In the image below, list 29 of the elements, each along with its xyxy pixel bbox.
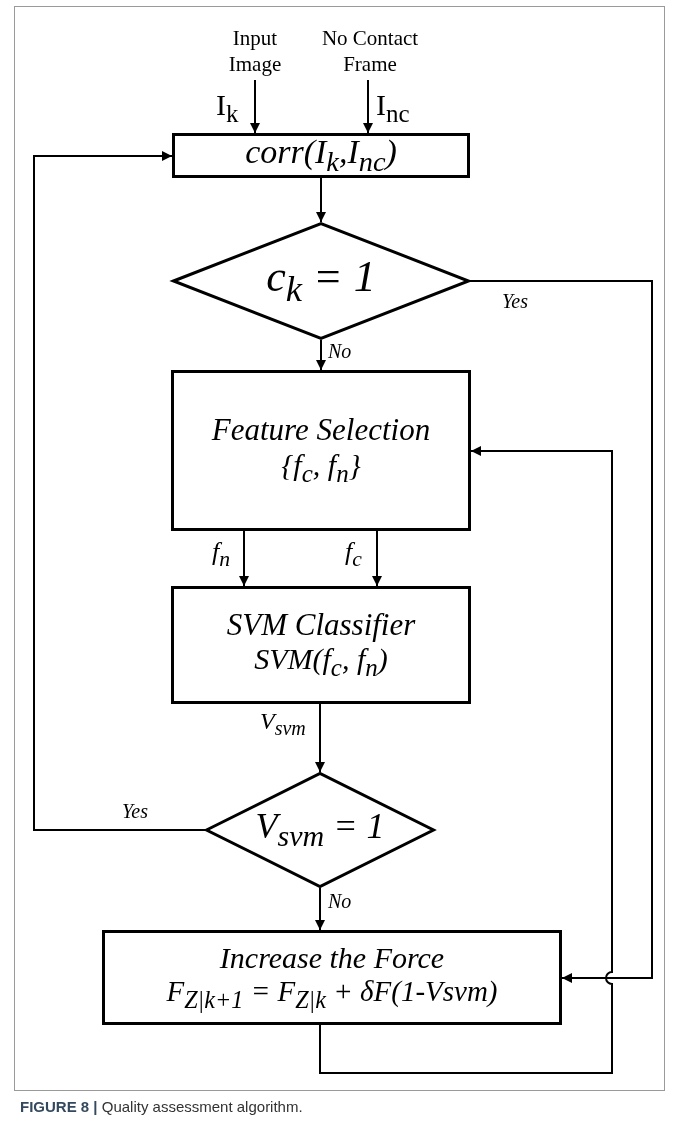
arrow: [316, 339, 326, 371]
box-title: Increase the Force: [219, 940, 445, 976]
arrow: [239, 530, 249, 587]
condition-text: V$_{svm}$ = 1: [255, 806, 385, 854]
process-box: [171, 370, 471, 531]
box-title: SVM Classifier: [226, 606, 416, 643]
figure-caption: FIGURE 8 | Quality assessment algorithm.: [20, 1098, 304, 1115]
formula-text: corr(I$_{k}$,I$_{nc}$): [245, 132, 397, 179]
formula-text: F$_{Z|k+1}$ = F$_{Z|k}$ + δF(1-Vsvm): [166, 975, 498, 1015]
arrow: [315, 703, 325, 773]
arrow: [250, 79, 260, 134]
process-box: [172, 133, 470, 178]
arrow: [316, 177, 326, 223]
arrow: [315, 887, 325, 931]
input-label: No Contact Frame: [310, 22, 430, 80]
box-title: Feature Selection: [211, 412, 431, 448]
process-box: [171, 586, 471, 704]
arrow: [33, 151, 206, 831]
arrow: [469, 280, 653, 983]
arrow: [319, 446, 613, 1074]
process-box: [102, 930, 562, 1025]
arrow: [363, 79, 373, 134]
decision-diamond: [172, 222, 470, 340]
formula-text: SVM(f$_{c}$, f$_{n}$): [254, 642, 388, 684]
condition-text: c$_{k}$ = 1: [266, 252, 376, 310]
formula-text: {f$_{c}$, f$_{n}$}: [281, 447, 361, 489]
decision-diamond: [205, 772, 435, 888]
input-label: Input Image: [215, 22, 295, 80]
arrow: [372, 530, 382, 587]
